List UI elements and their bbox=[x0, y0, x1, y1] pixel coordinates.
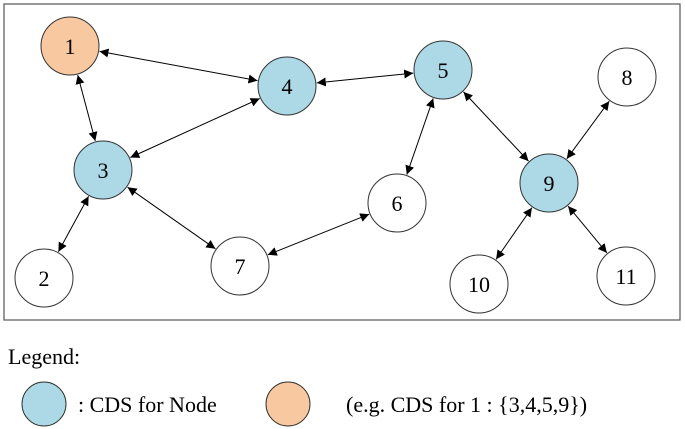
edge-6-5 bbox=[405, 98, 435, 175]
edge-9-8 bbox=[566, 100, 610, 160]
node-10: 10 bbox=[449, 254, 509, 314]
node-1: 1 bbox=[40, 16, 100, 76]
nodes-layer: 1 2 3 4 5 6 7 8 9 10 11 bbox=[14, 16, 657, 314]
node-11-label: 11 bbox=[615, 264, 636, 289]
legend-cds-text: : CDS for Node bbox=[78, 392, 217, 417]
node-7-circle bbox=[210, 236, 270, 296]
edge-3-2 bbox=[57, 196, 90, 252]
node-9-circle bbox=[519, 153, 579, 213]
node-10-label: 10 bbox=[468, 272, 490, 297]
node-6-circle bbox=[367, 173, 427, 233]
legend-source-swatch bbox=[265, 381, 311, 427]
node-5: 5 bbox=[413, 40, 473, 100]
edge-4-3 bbox=[130, 98, 260, 158]
node-11: 11 bbox=[596, 246, 656, 306]
node-6: 6 bbox=[367, 173, 427, 233]
legend-example-text: (e.g. CDS for 1 : {3,4,5,9}) bbox=[346, 392, 587, 417]
node-2-label: 2 bbox=[39, 266, 50, 291]
node-8-label: 8 bbox=[622, 65, 633, 90]
legend-title: Legend: bbox=[8, 344, 80, 369]
edge-9-11 bbox=[567, 205, 608, 254]
node-8-circle bbox=[597, 47, 657, 107]
edge-7-6 bbox=[267, 213, 370, 256]
node-3-label: 3 bbox=[98, 158, 109, 183]
edge-4-5 bbox=[316, 69, 414, 87]
edge-3-7 bbox=[127, 186, 216, 250]
node-2-circle bbox=[14, 248, 74, 308]
node-4: 4 bbox=[257, 56, 317, 116]
node-6-label: 6 bbox=[392, 191, 403, 216]
node-10-circle bbox=[449, 254, 509, 314]
node-1-circle bbox=[40, 16, 100, 76]
node-7-label: 7 bbox=[235, 254, 246, 279]
legend: Legend: : CDS for Node (e.g. CDS for 1 :… bbox=[8, 344, 587, 427]
node-5-circle bbox=[413, 40, 473, 100]
node-8: 8 bbox=[597, 47, 657, 107]
diagram-frame bbox=[3, 3, 681, 321]
node-11-circle bbox=[596, 246, 656, 306]
node-5-label: 5 bbox=[438, 58, 449, 83]
edge-1-4 bbox=[99, 48, 258, 84]
node-1-label: 1 bbox=[65, 34, 76, 59]
node-4-label: 4 bbox=[282, 74, 293, 99]
node-2: 2 bbox=[14, 248, 74, 308]
edge-5-9 bbox=[463, 91, 529, 162]
edge-9-10 bbox=[495, 207, 533, 260]
edge-1-3 bbox=[75, 74, 98, 142]
node-9: 9 bbox=[519, 153, 579, 213]
node-3-circle bbox=[73, 140, 133, 200]
node-4-circle bbox=[257, 56, 317, 116]
node-3: 3 bbox=[73, 140, 133, 200]
node-9-label: 9 bbox=[544, 171, 555, 196]
node-7: 7 bbox=[210, 236, 270, 296]
legend-cds-swatch bbox=[21, 381, 67, 427]
edges-layer bbox=[57, 48, 610, 260]
